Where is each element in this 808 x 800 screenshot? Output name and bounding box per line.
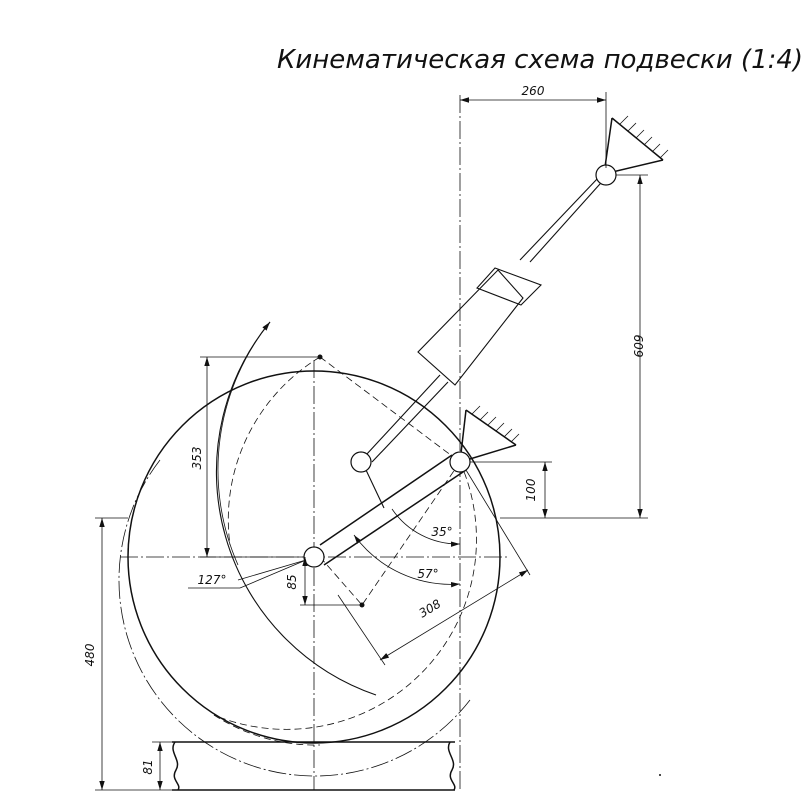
- speck-dot: [659, 774, 661, 776]
- dimension-85: 85: [285, 557, 362, 606]
- dimension-353: 353: [190, 356, 318, 558]
- wheel-trajectory: [213, 321, 477, 746]
- dimension-480: 480: [83, 517, 172, 791]
- dimension-609: 609: [500, 174, 648, 519]
- svg-text:100: 100: [524, 478, 538, 501]
- road-block: [172, 741, 456, 791]
- svg-text:57°: 57°: [417, 567, 438, 581]
- dimension-100: 100: [470, 461, 552, 518]
- svg-text:353: 353: [190, 447, 204, 470]
- svg-text:609: 609: [631, 335, 645, 358]
- upper-mount: [603, 115, 669, 175]
- svg-text:308: 308: [417, 596, 444, 620]
- swing-arm: [319, 356, 467, 606]
- joints: [303, 164, 617, 608]
- center-lines: [120, 95, 510, 790]
- diagram-title: Кинематическая схема подвески (1:4): [277, 45, 803, 75]
- shock-absorber: [365, 174, 609, 509]
- dimension-260: 260: [460, 84, 607, 168]
- svg-text:35°: 35°: [431, 525, 452, 539]
- svg-text:85: 85: [285, 574, 299, 589]
- angle-35: 35°: [391, 508, 461, 547]
- svg-text:127°: 127°: [198, 573, 227, 587]
- wheel: [118, 370, 501, 777]
- svg-text:260: 260: [522, 84, 545, 98]
- angle-57: 57°: [353, 534, 461, 588]
- angle-127: 127°: [188, 321, 307, 589]
- dimension-81: 81: [141, 741, 176, 790]
- svg-text:81: 81: [141, 759, 155, 774]
- svg-text:480: 480: [83, 643, 97, 666]
